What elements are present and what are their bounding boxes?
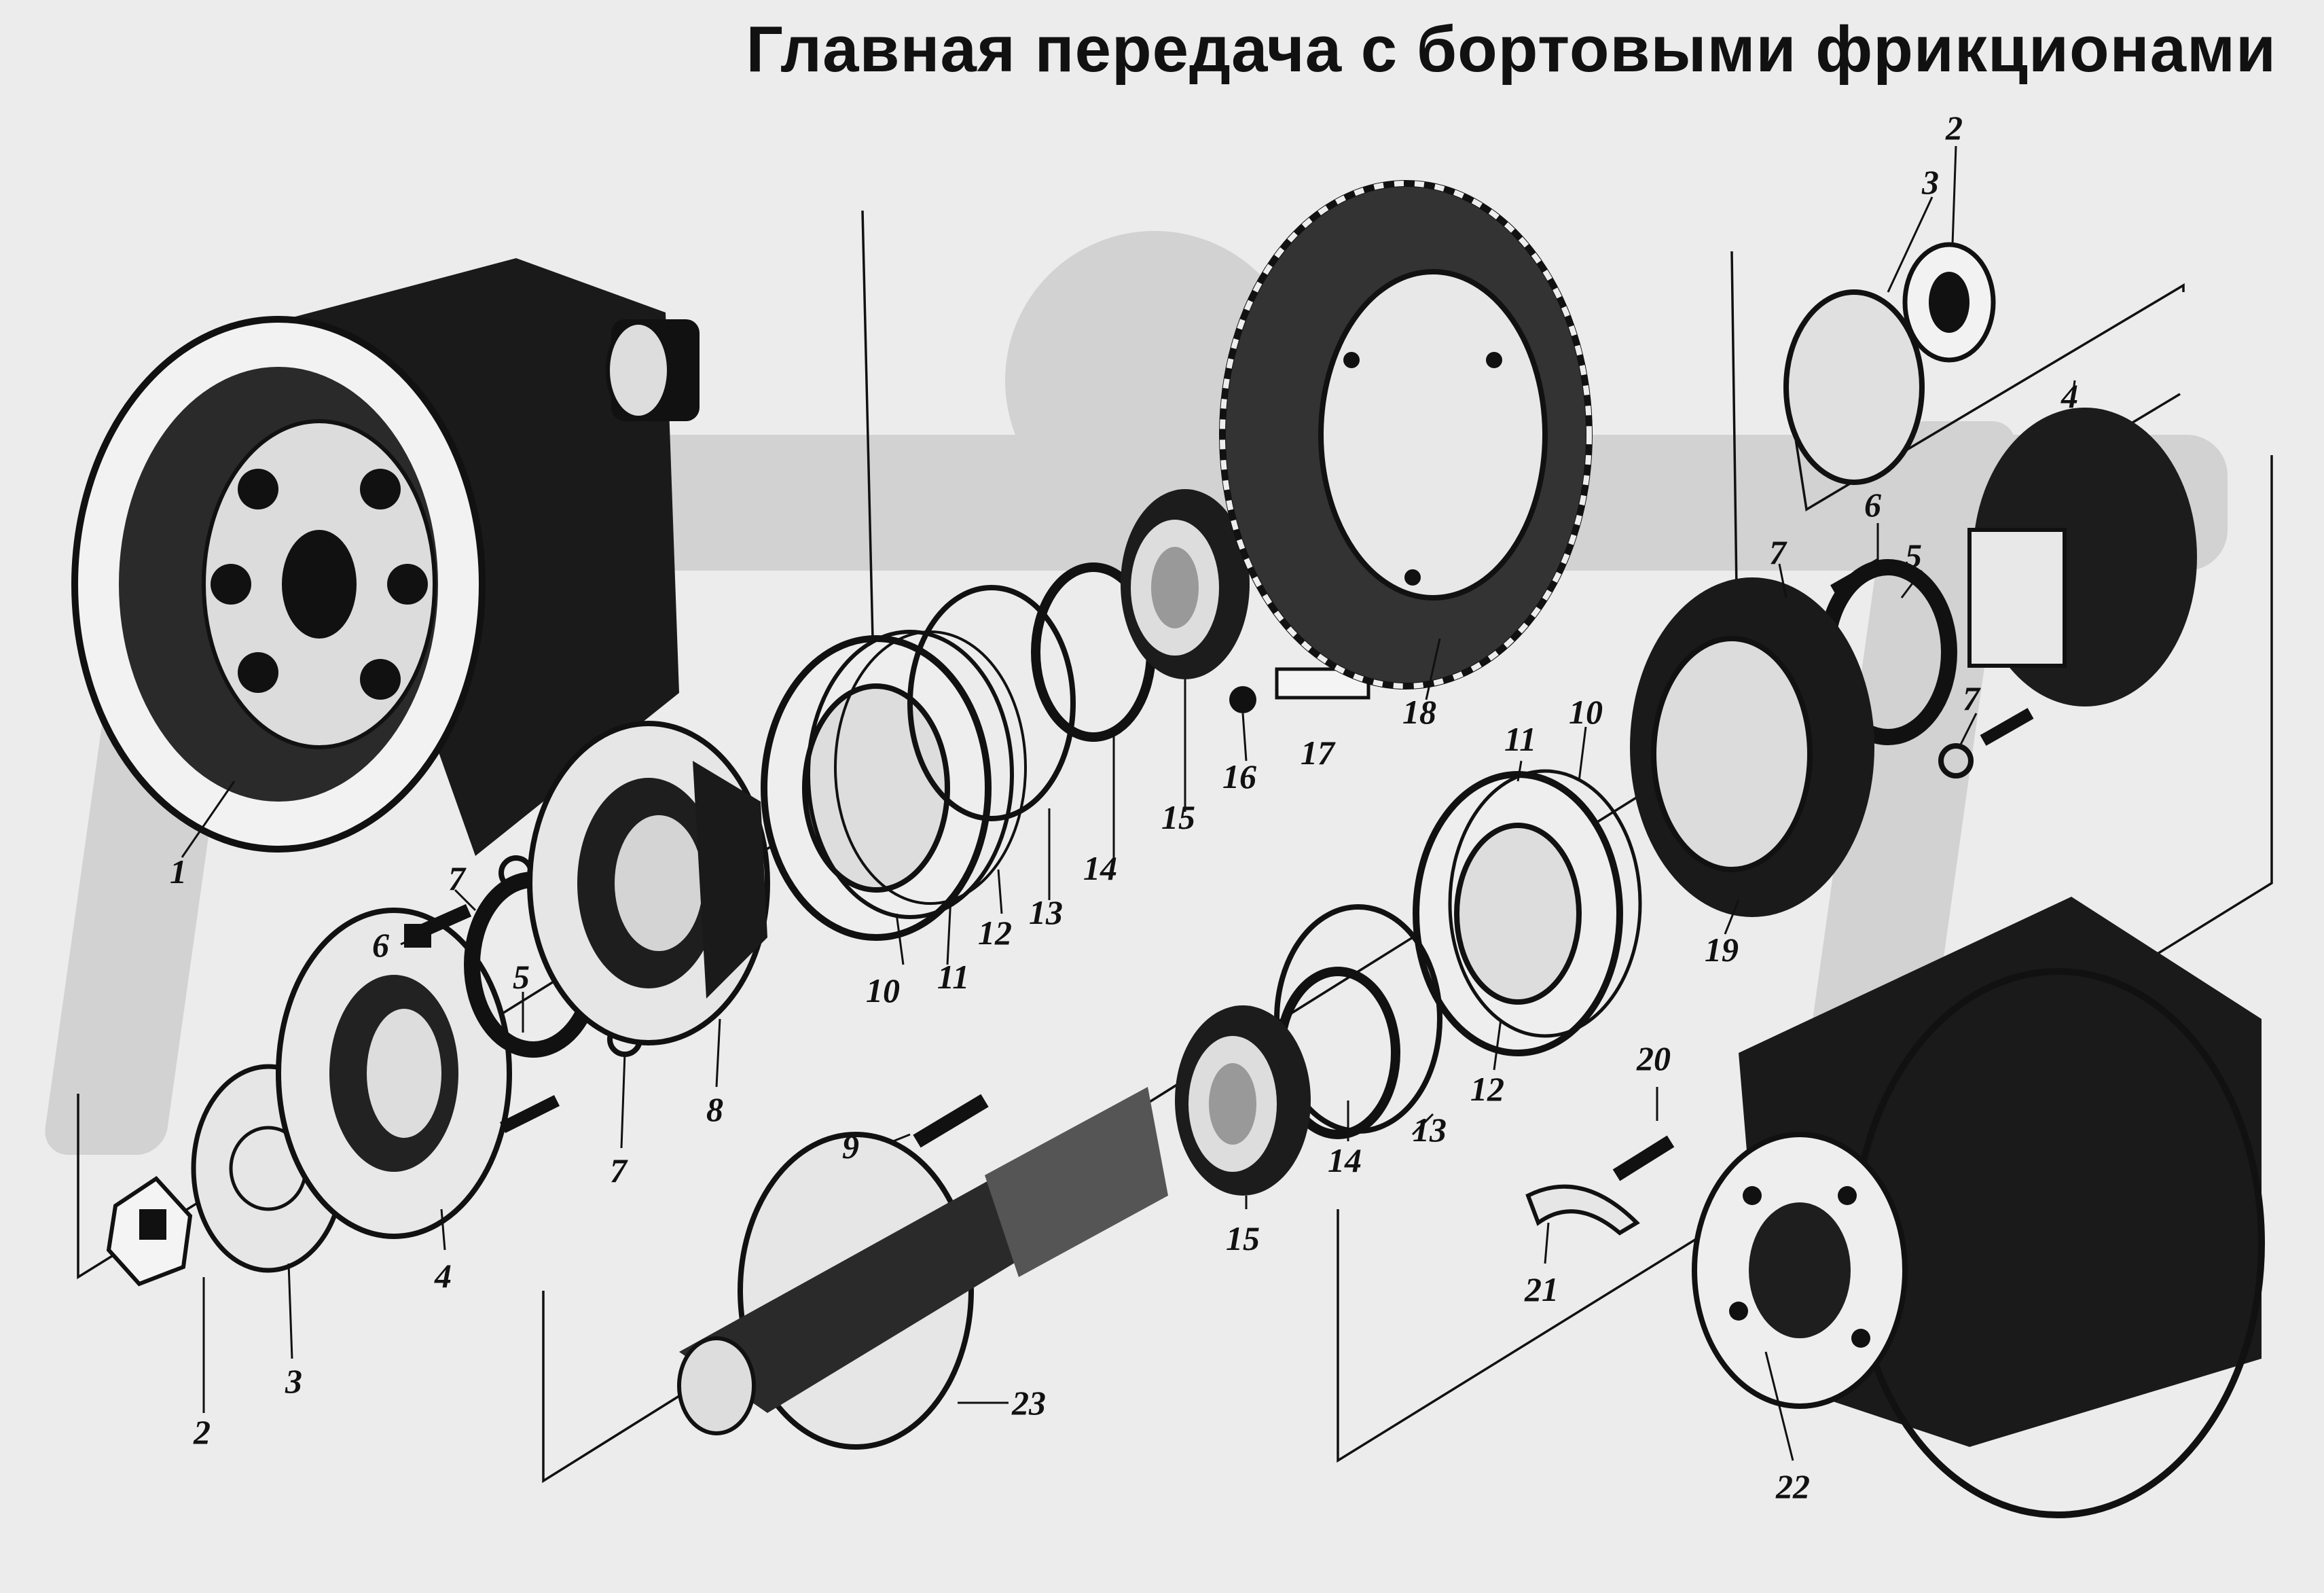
callout-12-left: 12 <box>978 914 1012 952</box>
callout-4-left: 4 <box>434 1257 452 1295</box>
callout-7-right-bottom: 7 <box>1963 679 1981 717</box>
callout-14-right: 14 <box>1328 1141 1362 1179</box>
part-16-washer <box>1229 686 1256 713</box>
part-2-right-nut <box>1902 242 1996 363</box>
callout-3-right: 3 <box>1921 163 1939 201</box>
callout-23: 23 <box>1011 1384 1046 1422</box>
callout-2-right: 2 <box>1945 109 1963 147</box>
callout-9: 9 <box>842 1128 859 1166</box>
part-19-right-drum <box>1630 577 1874 917</box>
callout-19: 19 <box>1705 931 1739 969</box>
part-3-right-washer <box>1783 289 1925 485</box>
callout-20: 20 <box>1636 1039 1671 1077</box>
part-23-shaft <box>677 1087 1168 1450</box>
callout-numbers: 1 2 3 4 5 6 7 7 8 9 10 11 12 13 14 15 16… <box>170 109 2078 1505</box>
part-6-left-bolt <box>404 903 472 948</box>
callout-8: 8 <box>706 1090 723 1128</box>
part-15-left-bearing <box>1121 489 1250 679</box>
callout-18: 18 <box>1402 693 1436 731</box>
part-4-right-flange <box>1967 408 2197 706</box>
part-18-bevel-gear <box>1219 180 1593 690</box>
callout-5-left: 5 <box>513 958 530 996</box>
callout-22: 22 <box>1775 1467 1810 1505</box>
part-10-left-disc <box>761 635 992 941</box>
callout-14-left: 14 <box>1083 849 1117 887</box>
page-title: Главная передача с бортовыми фрикционами <box>746 13 2276 86</box>
callout-2-left: 2 <box>193 1413 211 1451</box>
callout-1: 1 <box>170 853 187 891</box>
callout-11-left: 11 <box>937 958 969 996</box>
callout-4-right: 4 <box>2060 377 2078 415</box>
callout-5-right: 5 <box>1905 537 1922 575</box>
part-1-left-housing <box>71 258 700 856</box>
callout-3-left: 3 <box>285 1362 302 1400</box>
callout-12-right: 12 <box>1470 1070 1504 1108</box>
callout-15-right: 15 <box>1226 1219 1260 1257</box>
callout-13-right: 13 <box>1413 1111 1447 1149</box>
part-9-bolt <box>913 1094 989 1148</box>
callout-13-left: 13 <box>1029 893 1063 931</box>
callout-6-right: 6 <box>1864 486 1881 524</box>
part-6-right-bolt <box>1830 558 1885 597</box>
callout-16: 16 <box>1222 757 1256 795</box>
part-15-right-bearing <box>1175 1005 1311 1196</box>
callout-6-left: 6 <box>372 926 389 964</box>
part-2-left-nut <box>106 1176 193 1287</box>
part-10-11-right-discs <box>1413 769 1642 1056</box>
leader-lines <box>181 145 2076 1461</box>
callout-10-right: 10 <box>1569 693 1603 731</box>
callout-7-right-top: 7 <box>1769 533 1787 571</box>
callout-17: 17 <box>1301 734 1336 772</box>
callout-7-left-bottom: 7 <box>610 1151 628 1189</box>
part-22-right-housing <box>1692 897 2265 1518</box>
callout-21: 21 <box>1524 1270 1559 1308</box>
part-8-left-drum <box>527 721 770 1045</box>
part-4-left-flange <box>276 908 512 1239</box>
callout-10-left: 10 <box>866 971 900 1009</box>
part-13-left-ring <box>907 585 1076 821</box>
part-21-segment <box>1525 1184 1640 1236</box>
part-20-bolt <box>1612 1135 1675 1181</box>
callout-15-left: 15 <box>1161 798 1195 836</box>
callout-7-left-top: 7 <box>448 859 467 897</box>
callout-11-right: 11 <box>1504 720 1536 758</box>
